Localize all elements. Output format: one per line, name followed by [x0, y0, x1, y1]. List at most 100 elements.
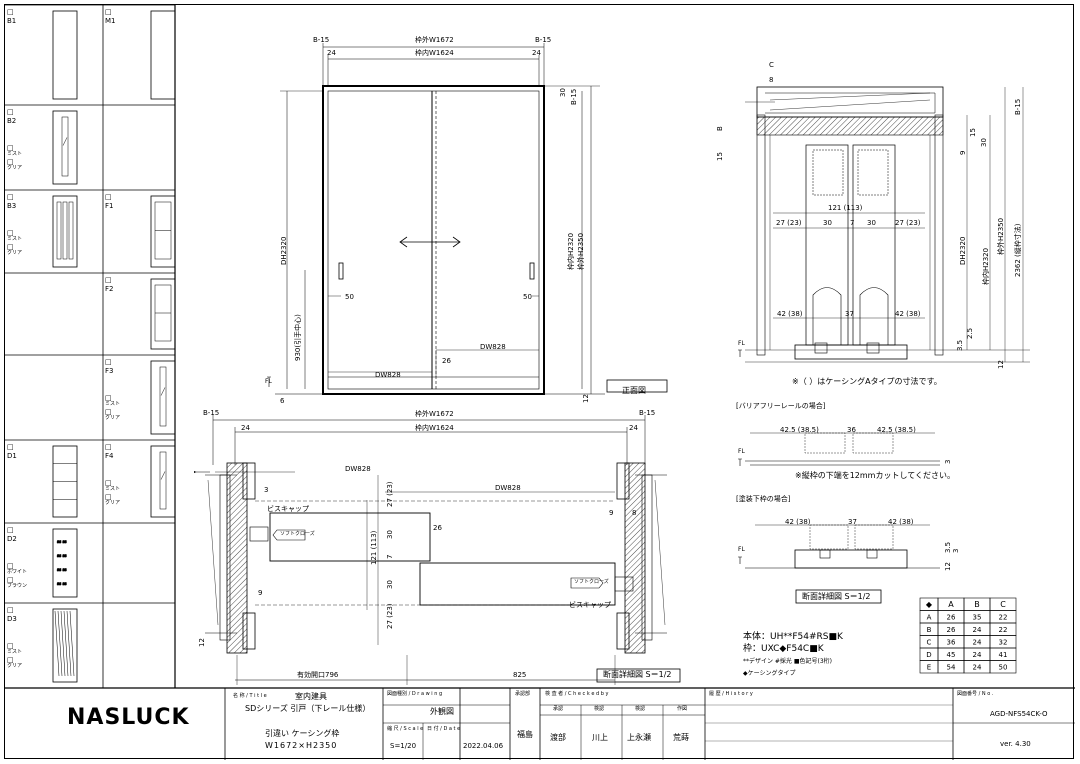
plan-b15-left: B-15 [203, 409, 220, 417]
barrier-title: [バリアフリーレールの場合] [736, 402, 826, 410]
catalog-checkbox: □ [105, 358, 112, 366]
front-fl: FL [265, 378, 272, 385]
catalog-code-d1: D1 [7, 452, 17, 460]
catalog-checkbox: □ [7, 526, 14, 534]
catalog-code-m1: M1 [105, 17, 116, 25]
catalog-opt-label: ミスト [7, 151, 23, 157]
tb-drawing-hdr: 図面種別 / D r a w i n g [387, 691, 443, 697]
front-outer-width: 枠外W1672 [415, 36, 454, 44]
casing-value: 32 [999, 639, 1008, 647]
tb-dept: 福島 [517, 730, 533, 739]
plan-d12: 12 [198, 638, 206, 647]
plan-section [193, 415, 681, 685]
casing-header: B [974, 600, 980, 609]
catalog-opt-checkbox: □ [7, 243, 14, 251]
casing-value: 22 [999, 614, 1008, 622]
tb-drawing: 外観図 [430, 707, 454, 716]
casing-value: C [927, 639, 932, 647]
barrier-fl: FL [738, 448, 745, 455]
plan-d27b: 27 (23) [386, 603, 394, 629]
painted-sill-detail [738, 524, 940, 604]
sec-d30b: 30 [867, 219, 876, 227]
sec-d15-left: 15 [716, 152, 724, 161]
catalog-door-thumb [52, 110, 78, 185]
plan-d3: 3 [264, 486, 269, 494]
sec-d12: 12 [997, 360, 1005, 369]
catalog-opt-label: クリア [7, 663, 23, 669]
tb-name-2: 川上 [592, 733, 608, 742]
catalog-opt-checkbox: □ [7, 229, 14, 237]
plan-soft-close-right: ソフトクローズ [574, 579, 609, 585]
paint-d37: 37 [848, 518, 857, 526]
tb-role-4: 作図 [677, 706, 688, 712]
front-view-label: 正面図 [622, 386, 646, 395]
front-outer-height: 枠外H2350 [577, 232, 585, 270]
catalog-code-d2: D2 [7, 535, 17, 543]
tb-name-1: 渡部 [550, 733, 566, 742]
sec-d27a: 27 (23) [776, 219, 802, 227]
plan-screw-cap-top: ビスキャップ [267, 505, 309, 513]
spec-body: 本体：UH**F54#RS■K [743, 632, 843, 642]
spec-note: **デザイン #採光 ■色記号(3桁) [743, 658, 833, 665]
section-label: 断面詳細図 S＝1/2 [802, 592, 871, 601]
catalog-checkbox: □ [105, 443, 112, 451]
casing-value: 24 [973, 651, 982, 659]
plan-d9-right: 9 [609, 509, 614, 517]
plan-d24-right: 24 [629, 424, 638, 432]
front-inner-width: 枠内W1624 [415, 49, 454, 57]
paint-d12: 12 [944, 562, 952, 571]
nasluck-logo: NASLUCK [67, 705, 190, 730]
casing-cell [989, 660, 1017, 674]
catalog-opt-checkbox: □ [7, 576, 14, 584]
sec-dh: DH2320 [959, 236, 967, 265]
catalog-opt-label: ミスト [7, 649, 23, 655]
casing-value: 26 [947, 614, 956, 622]
casing-header: ◆ [926, 600, 933, 609]
tb-role-1: 承認 [553, 706, 564, 712]
casing-value: A [927, 614, 932, 622]
catalog-opt-checkbox: □ [7, 562, 14, 570]
catalog-checkbox: □ [7, 606, 14, 614]
plan-dw-left: DW828 [345, 465, 371, 473]
tb-name-4: 荒蒔 [673, 733, 689, 742]
front-d24-left: 24 [327, 49, 336, 57]
plan-screw-cap-bottom: ビスキャップ [569, 601, 611, 609]
front-d26: 26 [442, 357, 451, 365]
plan-d24-left: 24 [241, 424, 250, 432]
catalog-opt-checkbox: □ [7, 158, 14, 166]
front-d50-right: 50 [523, 293, 532, 301]
catalog-opt-label: ミスト [7, 236, 23, 242]
catalog-checkbox: □ [105, 8, 112, 16]
casing-value: 26 [947, 626, 956, 634]
front-inner-height: 枠内H2320 [567, 232, 575, 270]
sec-fl: FL [738, 340, 745, 347]
barrier-d36: 36 [847, 426, 856, 434]
plan-d27a: 27 (23) [386, 481, 394, 507]
casing-value: 45 [947, 651, 956, 659]
catalog-code-b3: B3 [7, 202, 17, 210]
front-b15-right: B-15 [535, 36, 552, 44]
catalog-checkbox: □ [105, 276, 112, 284]
front-d24-right: 24 [532, 49, 541, 57]
casing-value: 35 [973, 614, 982, 622]
plan-d30b: 30 [386, 580, 394, 589]
catalog-opt-label: クリア [105, 415, 121, 421]
front-dw-upper: DW828 [480, 343, 506, 351]
casing-value: 22 [999, 626, 1008, 634]
plan-effective-opening: 有効開口796 [297, 671, 339, 679]
tb-name4: W1672×H2350 [265, 741, 338, 750]
sec-d121: 121 (113) [828, 204, 863, 212]
catalog-code-b1: B1 [7, 17, 17, 25]
catalog-door-thumb [150, 360, 176, 435]
sec-d15-right: 15 [969, 128, 977, 137]
casing-value: 24 [973, 664, 982, 672]
catalog-door-thumb [150, 278, 176, 350]
sec-note: ※（ ）はケーシングAタイプの寸法です。 [792, 377, 942, 386]
plan-section-label: 断面詳細図 S＝1/2 [603, 670, 672, 679]
paint-d42b: 42 (38) [888, 518, 914, 526]
casing-value: 24 [973, 639, 982, 647]
barrier-d42a: 42.5 (38.5) [780, 426, 819, 434]
catalog-door-thumb [52, 528, 78, 598]
